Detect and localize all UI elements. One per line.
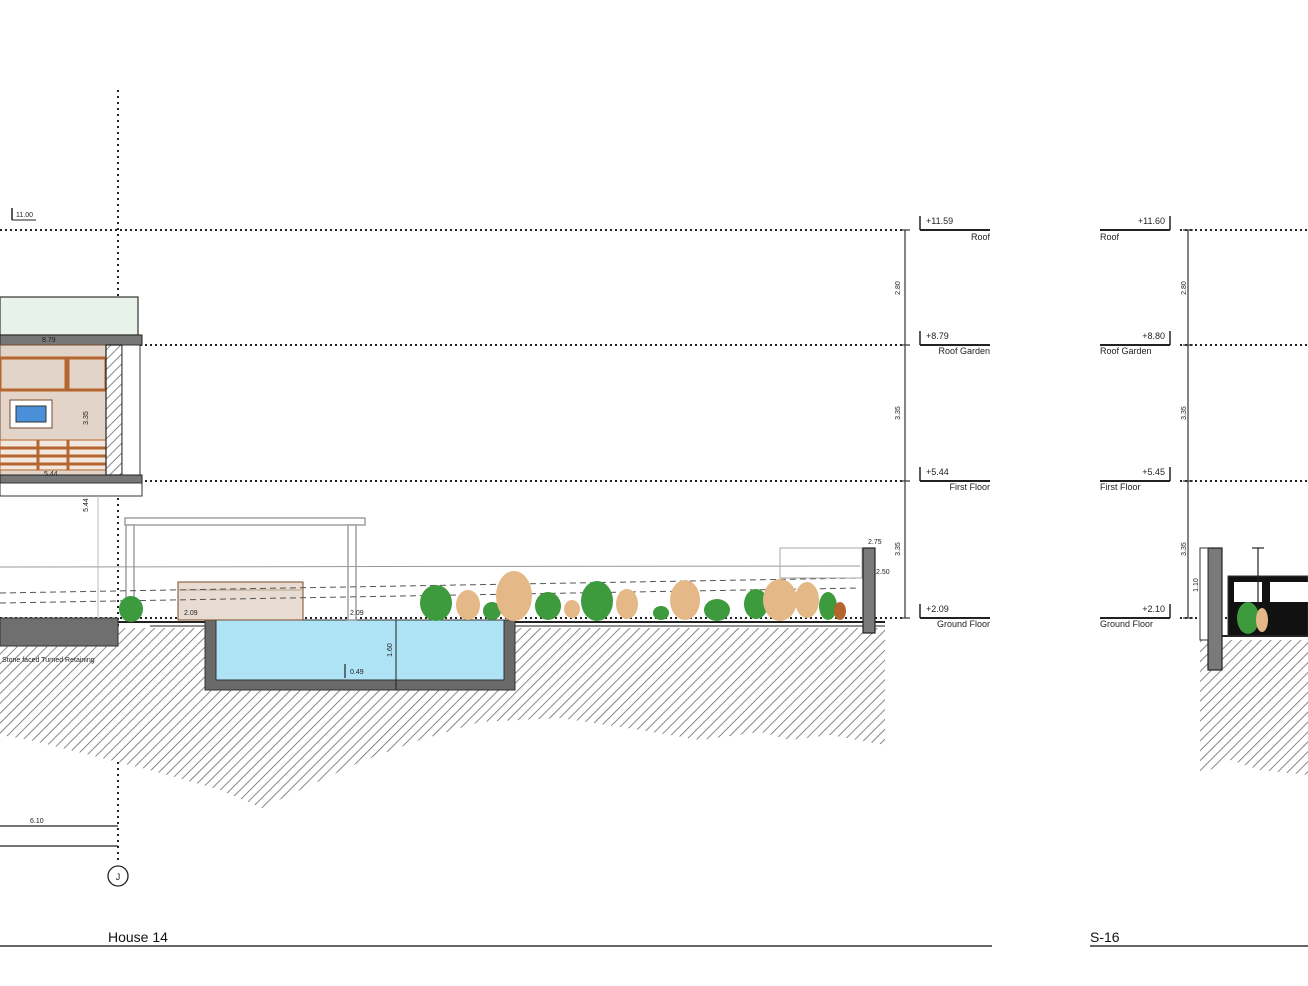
first-floor-slab bbox=[0, 474, 143, 484]
level-marker-first-floor: +5.44 First Floor bbox=[919, 467, 991, 492]
level-value-first-floor: +5.44 bbox=[926, 467, 949, 477]
dim-r-0: 2.80 bbox=[1181, 281, 1188, 295]
door-pane-2 bbox=[1270, 582, 1308, 602]
level-marker-roof-garden-r: +8.80 Roof Garden bbox=[1100, 331, 1171, 356]
first-floor-edge bbox=[0, 482, 143, 497]
upper-cabinet-2 bbox=[66, 356, 108, 392]
level-marker-roof-r: +11.60 Roof bbox=[1100, 216, 1171, 242]
slope-line-1 bbox=[0, 577, 861, 594]
wall-dim-right: 1.10 bbox=[1193, 578, 1200, 592]
house-side-dim: 5.44 bbox=[83, 498, 90, 512]
house-slab bbox=[0, 617, 119, 647]
house-section: 8.79 5.44 3.35 5.44 bbox=[0, 296, 143, 618]
span-dim: 6.10 bbox=[30, 818, 44, 825]
house-side-wall bbox=[105, 344, 123, 476]
door-pane-1 bbox=[1234, 582, 1262, 602]
level-name-ground-floor-r: Ground Floor bbox=[1100, 619, 1153, 629]
deck-right-level: 2.09 bbox=[350, 610, 364, 617]
wall-mid-level: 2.50 bbox=[876, 569, 890, 576]
level-name-ground-floor: Ground Floor bbox=[937, 619, 990, 629]
level-value-roof-garden: +8.79 bbox=[926, 331, 949, 341]
grid-label-j: J bbox=[116, 872, 121, 882]
level-value-roof: +11.59 bbox=[926, 216, 953, 226]
shrub-right-1 bbox=[1237, 602, 1259, 634]
section-title-s16: S-16 bbox=[1090, 929, 1120, 945]
top-marker-label: 11.00 bbox=[16, 212, 33, 219]
level-marker-first-floor-r: +5.45 First Floor bbox=[1100, 467, 1171, 492]
pool-depth: 1.60 bbox=[387, 643, 394, 657]
house-top-level: 8.79 bbox=[42, 337, 56, 344]
level-name-roof-garden: Roof Garden bbox=[938, 346, 990, 356]
boundary-fence bbox=[779, 547, 863, 579]
level-name-first-floor-r: First Floor bbox=[1100, 482, 1141, 492]
timber-bench bbox=[0, 439, 107, 471]
dim-first-to-roof-garden: 3.35 bbox=[895, 406, 902, 420]
house-height-dim: 3.35 bbox=[83, 411, 90, 425]
level-name-roof: Roof bbox=[971, 232, 991, 242]
retaining-note: Stone faced Turned Retaining bbox=[2, 657, 95, 664]
dim-r-2: 3.35 bbox=[1181, 542, 1188, 556]
wall-face-right bbox=[1199, 547, 1209, 641]
level-name-first-floor: First Floor bbox=[950, 482, 991, 492]
artwork bbox=[15, 405, 47, 423]
pool-bottom: 0.49 bbox=[350, 669, 364, 676]
retaining-wall-right bbox=[1207, 547, 1223, 671]
shrub-right-2 bbox=[1256, 608, 1268, 632]
planting bbox=[119, 571, 846, 622]
section-title-house-14: House 14 bbox=[108, 929, 168, 945]
earth-hatch-right bbox=[1200, 640, 1308, 775]
level-marker-ground-floor: +2.09 Ground Floor bbox=[919, 604, 990, 629]
roof-glass-rail bbox=[0, 296, 139, 336]
level-name-roof-r: Roof bbox=[1100, 232, 1120, 242]
level-name-roof-garden-r: Roof Garden bbox=[1100, 346, 1152, 356]
dim-roof-garden-to-roof: 2.80 bbox=[895, 281, 902, 295]
house-inner-level: 5.44 bbox=[44, 471, 58, 478]
pool-water bbox=[215, 619, 505, 681]
boundary-wall bbox=[862, 547, 876, 634]
level-value-roof-r: +11.60 bbox=[1138, 216, 1165, 226]
level-marker-roof-garden: +8.79 Roof Garden bbox=[919, 331, 990, 356]
house-facade bbox=[121, 344, 141, 481]
fence-line bbox=[0, 565, 861, 568]
level-marker-roof: +11.59 Roof bbox=[919, 216, 991, 242]
dim-r-1: 3.35 bbox=[1181, 406, 1188, 420]
deck-left-level: 2.09 bbox=[184, 610, 198, 617]
dim-ground-to-first: 3.35 bbox=[895, 542, 902, 556]
upper-cabinet bbox=[0, 356, 68, 392]
earth-hatch bbox=[0, 628, 885, 808]
grid-bubble-j bbox=[107, 865, 129, 887]
roof-slab bbox=[0, 334, 143, 346]
level-value-ground-floor-r: +2.10 bbox=[1142, 604, 1165, 614]
level-value-ground-floor: +2.09 bbox=[926, 604, 949, 614]
level-value-roof-garden-r: +8.80 bbox=[1142, 331, 1165, 341]
wall-top-level: 2.75 bbox=[868, 539, 882, 546]
level-marker-ground-floor-r: +2.10 Ground Floor bbox=[1100, 604, 1171, 629]
pergola bbox=[124, 517, 366, 621]
level-value-first-floor-r: +5.45 bbox=[1142, 467, 1165, 477]
